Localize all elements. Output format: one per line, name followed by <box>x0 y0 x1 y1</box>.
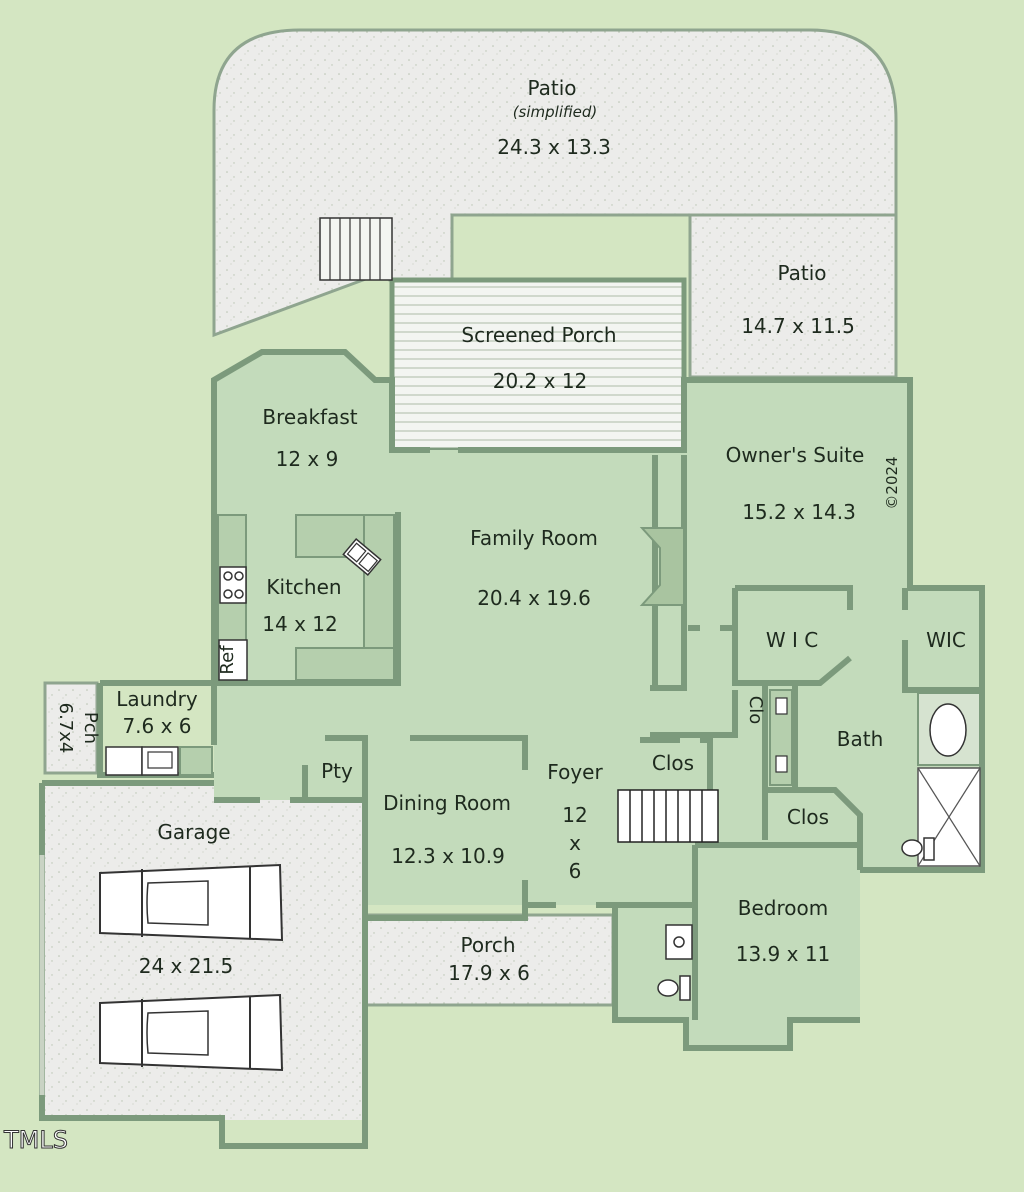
interior-area <box>214 352 982 1048</box>
bath-fixtures <box>769 689 981 867</box>
kitchen-sink-icon <box>342 537 382 577</box>
foyer-label: Foyer <box>547 760 603 784</box>
laundry-dims: 7.6 x 6 <box>122 714 191 738</box>
patio-main-dims: 24.3 x 13.3 <box>497 135 611 159</box>
bedroom-closet-label: Clos <box>787 805 829 829</box>
fireplace <box>639 527 685 606</box>
screened-porch-label: Screened Porch <box>461 323 616 347</box>
mls-watermark: TMLS <box>3 1126 68 1154</box>
foyer-dim-b: 6 <box>569 859 582 883</box>
wic-right-label: WIC <box>926 628 966 652</box>
porch-front-label: Porch <box>460 933 515 957</box>
dining-room-label: Dining Room <box>383 791 511 815</box>
patio-main-note: (simplified) <box>513 103 598 121</box>
bath-label: Bath <box>837 727 884 751</box>
bathtub-icon <box>929 703 967 757</box>
patio-right-area <box>688 213 898 379</box>
laundry-label: Laundry <box>116 687 198 711</box>
bedroom-label: Bedroom <box>738 896 828 920</box>
kitchen-dims: 14 x 12 <box>262 612 337 636</box>
porch-front-dims: 17.9 x 6 <box>448 961 530 985</box>
porch-small-label: Pch <box>80 712 101 744</box>
family-room-label: Family Room <box>470 526 598 550</box>
copyright-text: ©2024 <box>883 456 901 509</box>
bedroom-dims: 13.9 x 11 <box>736 942 831 966</box>
foyer-stairs <box>617 789 719 843</box>
garage-label: Garage <box>157 820 230 844</box>
porch-small-area <box>43 681 99 775</box>
refrigerator-icon <box>218 639 248 681</box>
porch-small-dims: 6.7x4 <box>55 703 76 754</box>
pantry-label: Pty <box>321 759 353 783</box>
refrigerator-label: Ref <box>217 645 238 675</box>
patio-stairs <box>319 217 393 281</box>
porch-front-area <box>363 913 615 1007</box>
kitchen-label: Kitchen <box>266 575 341 599</box>
owners-suite-dims: 15.2 x 14.3 <box>742 500 856 524</box>
patio-right-dims: 14.7 x 11.5 <box>741 314 855 338</box>
foyer-dim-a: 12 <box>562 803 587 827</box>
patio-main-label: Patio <box>527 76 576 100</box>
family-room-dims: 20.4 x 19.6 <box>477 586 591 610</box>
patio-stair-treads <box>329 218 381 280</box>
breakfast-label: Breakfast <box>262 405 357 429</box>
sink-icon <box>665 924 693 960</box>
foyer-closet-label: Clos <box>652 751 694 775</box>
car-icon <box>99 993 284 1072</box>
laundry-appliances <box>105 746 213 776</box>
garage-dims: 24 x 21.5 <box>139 954 234 978</box>
screened-porch-area <box>389 277 687 453</box>
breakfast-dims: 12 x 9 <box>276 447 339 471</box>
car-icon <box>99 863 284 942</box>
screened-porch-dims: 20.2 x 12 <box>493 369 588 393</box>
cooktop-icon <box>219 566 247 604</box>
owners-suite-label: Owner's Suite <box>726 443 865 467</box>
clo-label: Clo <box>745 696 766 725</box>
toilet-icon <box>901 837 935 861</box>
patio-right-label: Patio <box>777 261 826 285</box>
foyer-dim-x: x <box>569 831 581 855</box>
dining-room-dims: 12.3 x 10.9 <box>391 844 505 868</box>
toilet-icon <box>657 975 691 1001</box>
wic-left-label: W I C <box>766 628 818 652</box>
